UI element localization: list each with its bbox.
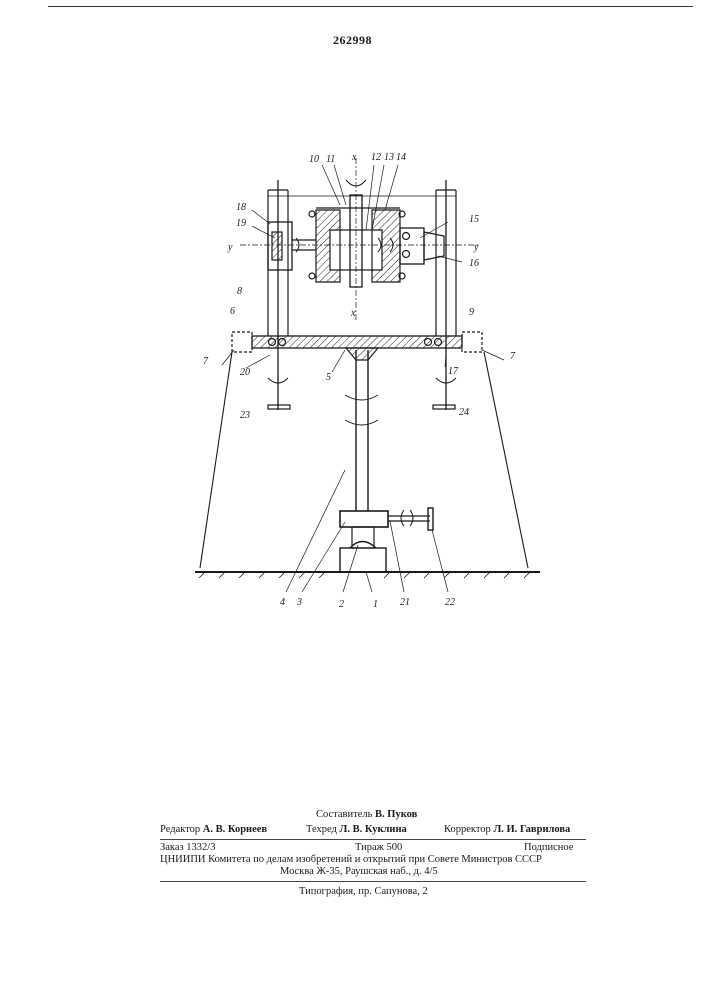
label-22: 22 bbox=[445, 597, 455, 608]
label-23: 23 bbox=[240, 410, 250, 421]
label-16: 16 bbox=[469, 258, 479, 269]
label-x-top: x bbox=[351, 152, 357, 163]
composer-name: В. Пуков bbox=[375, 809, 417, 820]
label-6: 6 bbox=[230, 306, 235, 317]
label-7-right: 7 bbox=[510, 351, 516, 362]
label-y-right: y bbox=[473, 242, 479, 253]
label-12: 12 bbox=[371, 152, 381, 163]
editor-label: Редактор bbox=[160, 824, 200, 835]
support-block bbox=[340, 511, 388, 527]
composer-label: Составитель bbox=[316, 809, 372, 820]
order-number: Заказ 1332/3 bbox=[160, 842, 215, 853]
label-11: 11 bbox=[326, 154, 335, 165]
label-13: 13 bbox=[384, 152, 394, 163]
label-21: 21 bbox=[400, 597, 410, 608]
label-19: 19 bbox=[236, 218, 246, 229]
label-5: 5 bbox=[326, 372, 331, 383]
disc-23 bbox=[268, 405, 290, 409]
corrector-name: Л. И. Гаврилова bbox=[493, 824, 570, 835]
label-24: 24 bbox=[459, 407, 469, 418]
label-x-bottom: x bbox=[350, 308, 356, 319]
circulation: Тираж 500 bbox=[355, 842, 402, 853]
housing-right bbox=[372, 210, 400, 282]
motor-pulley-22 bbox=[428, 508, 433, 530]
editor-name: А. В. Корнеев bbox=[203, 824, 267, 835]
corrector-label: Корректор bbox=[444, 824, 491, 835]
roller-left bbox=[232, 332, 252, 352]
label-3: 3 bbox=[296, 597, 302, 608]
technical-drawing: 10 11 x 12 13 14 18 19 y 15 y 16 x 8 9 6… bbox=[0, 0, 707, 700]
printer: Типография, пр. Сапунова, 2 bbox=[299, 886, 428, 897]
disc-24 bbox=[433, 405, 455, 409]
techred-line: Техред Л. В. Куклина bbox=[306, 824, 407, 835]
corrector-line: Корректор Л. И. Гаврилова bbox=[444, 824, 570, 835]
rotation-arrow-upper bbox=[345, 395, 378, 400]
institute: ЦНИИПИ Комитета по делам изобретений и о… bbox=[160, 854, 542, 865]
label-9: 9 bbox=[469, 307, 474, 318]
label-15: 15 bbox=[469, 214, 479, 225]
label-4: 4 bbox=[280, 597, 285, 608]
roller-right bbox=[462, 332, 482, 352]
pivot-column bbox=[352, 527, 374, 548]
label-7-left: 7 bbox=[203, 356, 209, 367]
pivot-bearing bbox=[350, 542, 376, 549]
editor-line: Редактор А. В. Корнеев bbox=[160, 824, 267, 835]
composer-line: Составитель В. Пуков bbox=[316, 809, 417, 820]
label-18: 18 bbox=[236, 202, 246, 213]
beam-hub bbox=[346, 348, 378, 360]
techred-label: Техред bbox=[306, 824, 337, 835]
label-14: 14 bbox=[396, 152, 406, 163]
housing-left bbox=[316, 210, 340, 282]
label-17: 17 bbox=[448, 366, 459, 377]
cross-beam bbox=[252, 336, 462, 348]
address: Москва Ж-35, Раушская наб., д. 4/5 bbox=[280, 866, 438, 877]
frame-leg-right bbox=[484, 352, 528, 568]
tool-16 bbox=[424, 232, 444, 260]
base-foundation bbox=[340, 548, 386, 572]
label-1: 1 bbox=[373, 599, 378, 610]
subscription: Подписное bbox=[524, 842, 573, 853]
label-2: 2 bbox=[339, 599, 344, 610]
wheel-19 bbox=[272, 232, 282, 260]
frame-leg-left bbox=[200, 352, 232, 568]
label-10: 10 bbox=[309, 154, 319, 165]
footer-rule-2 bbox=[160, 881, 586, 882]
footer-rule-1 bbox=[160, 839, 586, 840]
label-20: 20 bbox=[240, 367, 250, 378]
label-8: 8 bbox=[237, 286, 242, 297]
techred-name: Л. В. Куклина bbox=[340, 824, 407, 835]
rotation-arrow-lower bbox=[345, 420, 378, 425]
label-y-left: y bbox=[227, 242, 233, 253]
